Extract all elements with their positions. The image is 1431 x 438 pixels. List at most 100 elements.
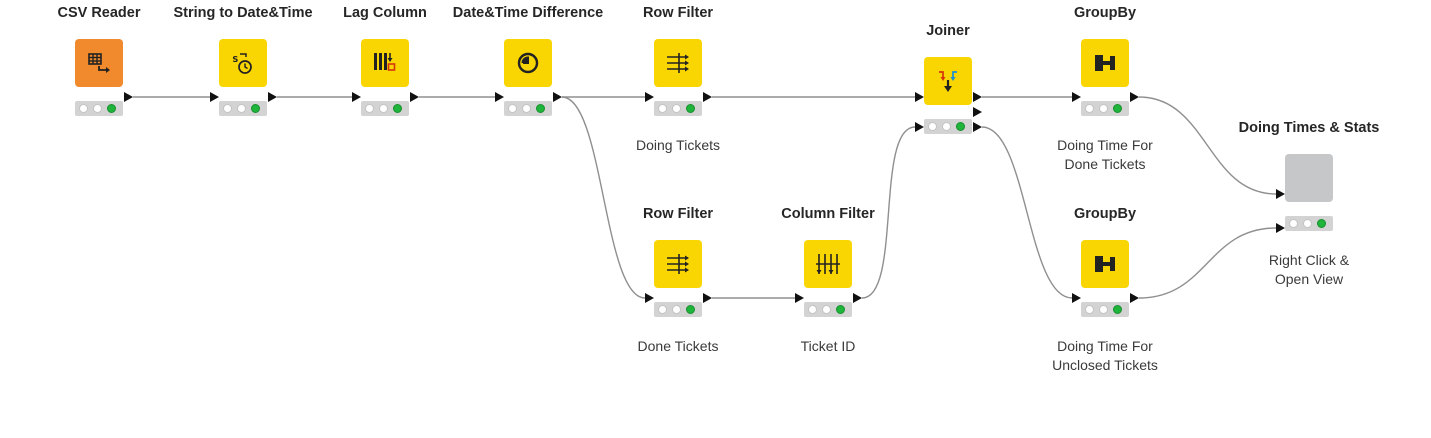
status-light-red	[928, 122, 937, 131]
status-light-yellow	[93, 104, 102, 113]
status-light-yellow	[237, 104, 246, 113]
status-light-red	[808, 305, 817, 314]
node-title[interactable]: CSV Reader	[57, 5, 141, 21]
output-port-1[interactable]	[703, 92, 712, 102]
output-port-2[interactable]	[973, 107, 982, 117]
clock-icon	[517, 52, 539, 74]
status-light-red	[658, 305, 667, 314]
status-light-green	[1317, 219, 1326, 228]
input-port-1[interactable]	[352, 92, 361, 102]
output-port-1[interactable]	[703, 293, 712, 303]
node-status-traffic-light	[924, 119, 972, 134]
node-body[interactable]: s	[210, 39, 277, 102]
column-filter-icon	[816, 254, 840, 274]
node-annotation[interactable]: Done Tickets	[637, 338, 719, 354]
input-port-1[interactable]	[795, 293, 804, 303]
status-light-red	[1085, 104, 1094, 113]
connection-column_filter-to-joiner[interactable]	[861, 126, 916, 299]
input-port-2[interactable]	[1276, 223, 1285, 233]
node-body[interactable]	[352, 39, 419, 102]
node-title[interactable]: String to Date&Time	[173, 5, 313, 21]
node-annotation[interactable]: Doing Time For Done Tickets	[1057, 137, 1153, 172]
node-title[interactable]: Date&Time Difference	[452, 5, 604, 21]
status-light-green	[686, 104, 695, 113]
output-port-1[interactable]	[1130, 293, 1139, 303]
node-body[interactable]	[645, 240, 712, 303]
node-title[interactable]: GroupBy	[1073, 206, 1137, 222]
status-light-yellow	[672, 104, 681, 113]
node-body[interactable]	[915, 57, 982, 132]
output-port-1[interactable]	[853, 293, 862, 303]
status-light-yellow	[822, 305, 831, 314]
input-port-1[interactable]	[495, 92, 504, 102]
status-light-green	[1113, 305, 1122, 314]
node-title[interactable]: Doing Times & Stats	[1238, 120, 1380, 136]
node-status-traffic-light	[654, 302, 702, 317]
node-annotation[interactable]: Right Click & Open View	[1268, 252, 1350, 287]
status-light-green	[536, 104, 545, 113]
node-body[interactable]	[645, 39, 712, 102]
input-port-2[interactable]	[915, 122, 924, 132]
node-body[interactable]	[75, 39, 133, 102]
node-status-traffic-light	[804, 302, 852, 317]
row-filter-icon	[667, 53, 689, 73]
input-port-1[interactable]	[1072, 92, 1081, 102]
input-port-1[interactable]	[915, 92, 924, 102]
node-title[interactable]: Row Filter	[642, 5, 714, 21]
input-port-1[interactable]	[1072, 293, 1081, 303]
node-title[interactable]: GroupBy	[1073, 5, 1137, 21]
input-port-1[interactable]	[1276, 189, 1285, 199]
status-light-red	[79, 104, 88, 113]
node-body[interactable]	[1276, 154, 1333, 233]
status-light-green	[251, 104, 260, 113]
node-annotation[interactable]: Doing Tickets	[635, 137, 721, 153]
node-status-traffic-light	[75, 101, 123, 116]
connection-groupby_done-to-stats_view[interactable]	[1138, 96, 1277, 195]
input-port-1[interactable]	[645, 293, 654, 303]
output-port-1[interactable]	[973, 92, 982, 102]
node-title[interactable]: Column Filter	[781, 206, 875, 222]
node-body[interactable]	[1072, 240, 1139, 303]
status-light-red	[1289, 219, 1298, 228]
connection-joiner-to-groupby_unclosed[interactable]	[981, 126, 1073, 299]
node-title[interactable]: Joiner	[926, 23, 970, 39]
status-light-green	[956, 122, 965, 131]
node-title[interactable]: Lag Column	[343, 5, 427, 21]
node-body[interactable]	[495, 39, 562, 102]
connection-datetime_difference-to-row_filter_done[interactable]	[561, 96, 646, 299]
output-port-3[interactable]	[973, 122, 982, 132]
status-light-yellow	[1099, 305, 1108, 314]
table-arrow-icon	[88, 53, 110, 73]
node-annotation[interactable]: Doing Time For Unclosed Tickets	[1052, 338, 1158, 373]
lag-column-icon	[374, 53, 396, 71]
output-port-1[interactable]	[1130, 92, 1139, 102]
input-port-1[interactable]	[645, 92, 654, 102]
joiner-icon	[939, 71, 957, 92]
node-status-traffic-light	[1285, 216, 1333, 231]
status-light-red	[658, 104, 667, 113]
node-annotation[interactable]: Ticket ID	[800, 338, 856, 354]
output-port-1[interactable]	[410, 92, 419, 102]
input-port-1[interactable]	[210, 92, 219, 102]
svg-text:s: s	[232, 52, 239, 65]
node-status-traffic-light	[504, 101, 552, 116]
output-port-1[interactable]	[124, 92, 133, 102]
status-light-red	[1085, 305, 1094, 314]
groupby-icon	[1095, 256, 1115, 272]
node-status-traffic-light	[219, 101, 267, 116]
status-light-green	[836, 305, 845, 314]
string-to-clock-icon: s	[232, 52, 252, 74]
node-status-traffic-light	[654, 101, 702, 116]
connection-groupby_unclosed-to-stats_view[interactable]	[1138, 227, 1277, 299]
status-light-yellow	[1099, 104, 1108, 113]
node-body[interactable]	[1072, 39, 1139, 102]
status-light-green	[393, 104, 402, 113]
node-status-traffic-light	[361, 101, 409, 116]
node-title[interactable]: Row Filter	[642, 206, 714, 222]
status-light-red	[223, 104, 232, 113]
node-status-traffic-light	[1081, 302, 1129, 317]
output-port-1[interactable]	[553, 92, 562, 102]
output-port-1[interactable]	[268, 92, 277, 102]
node-body[interactable]	[795, 240, 862, 303]
